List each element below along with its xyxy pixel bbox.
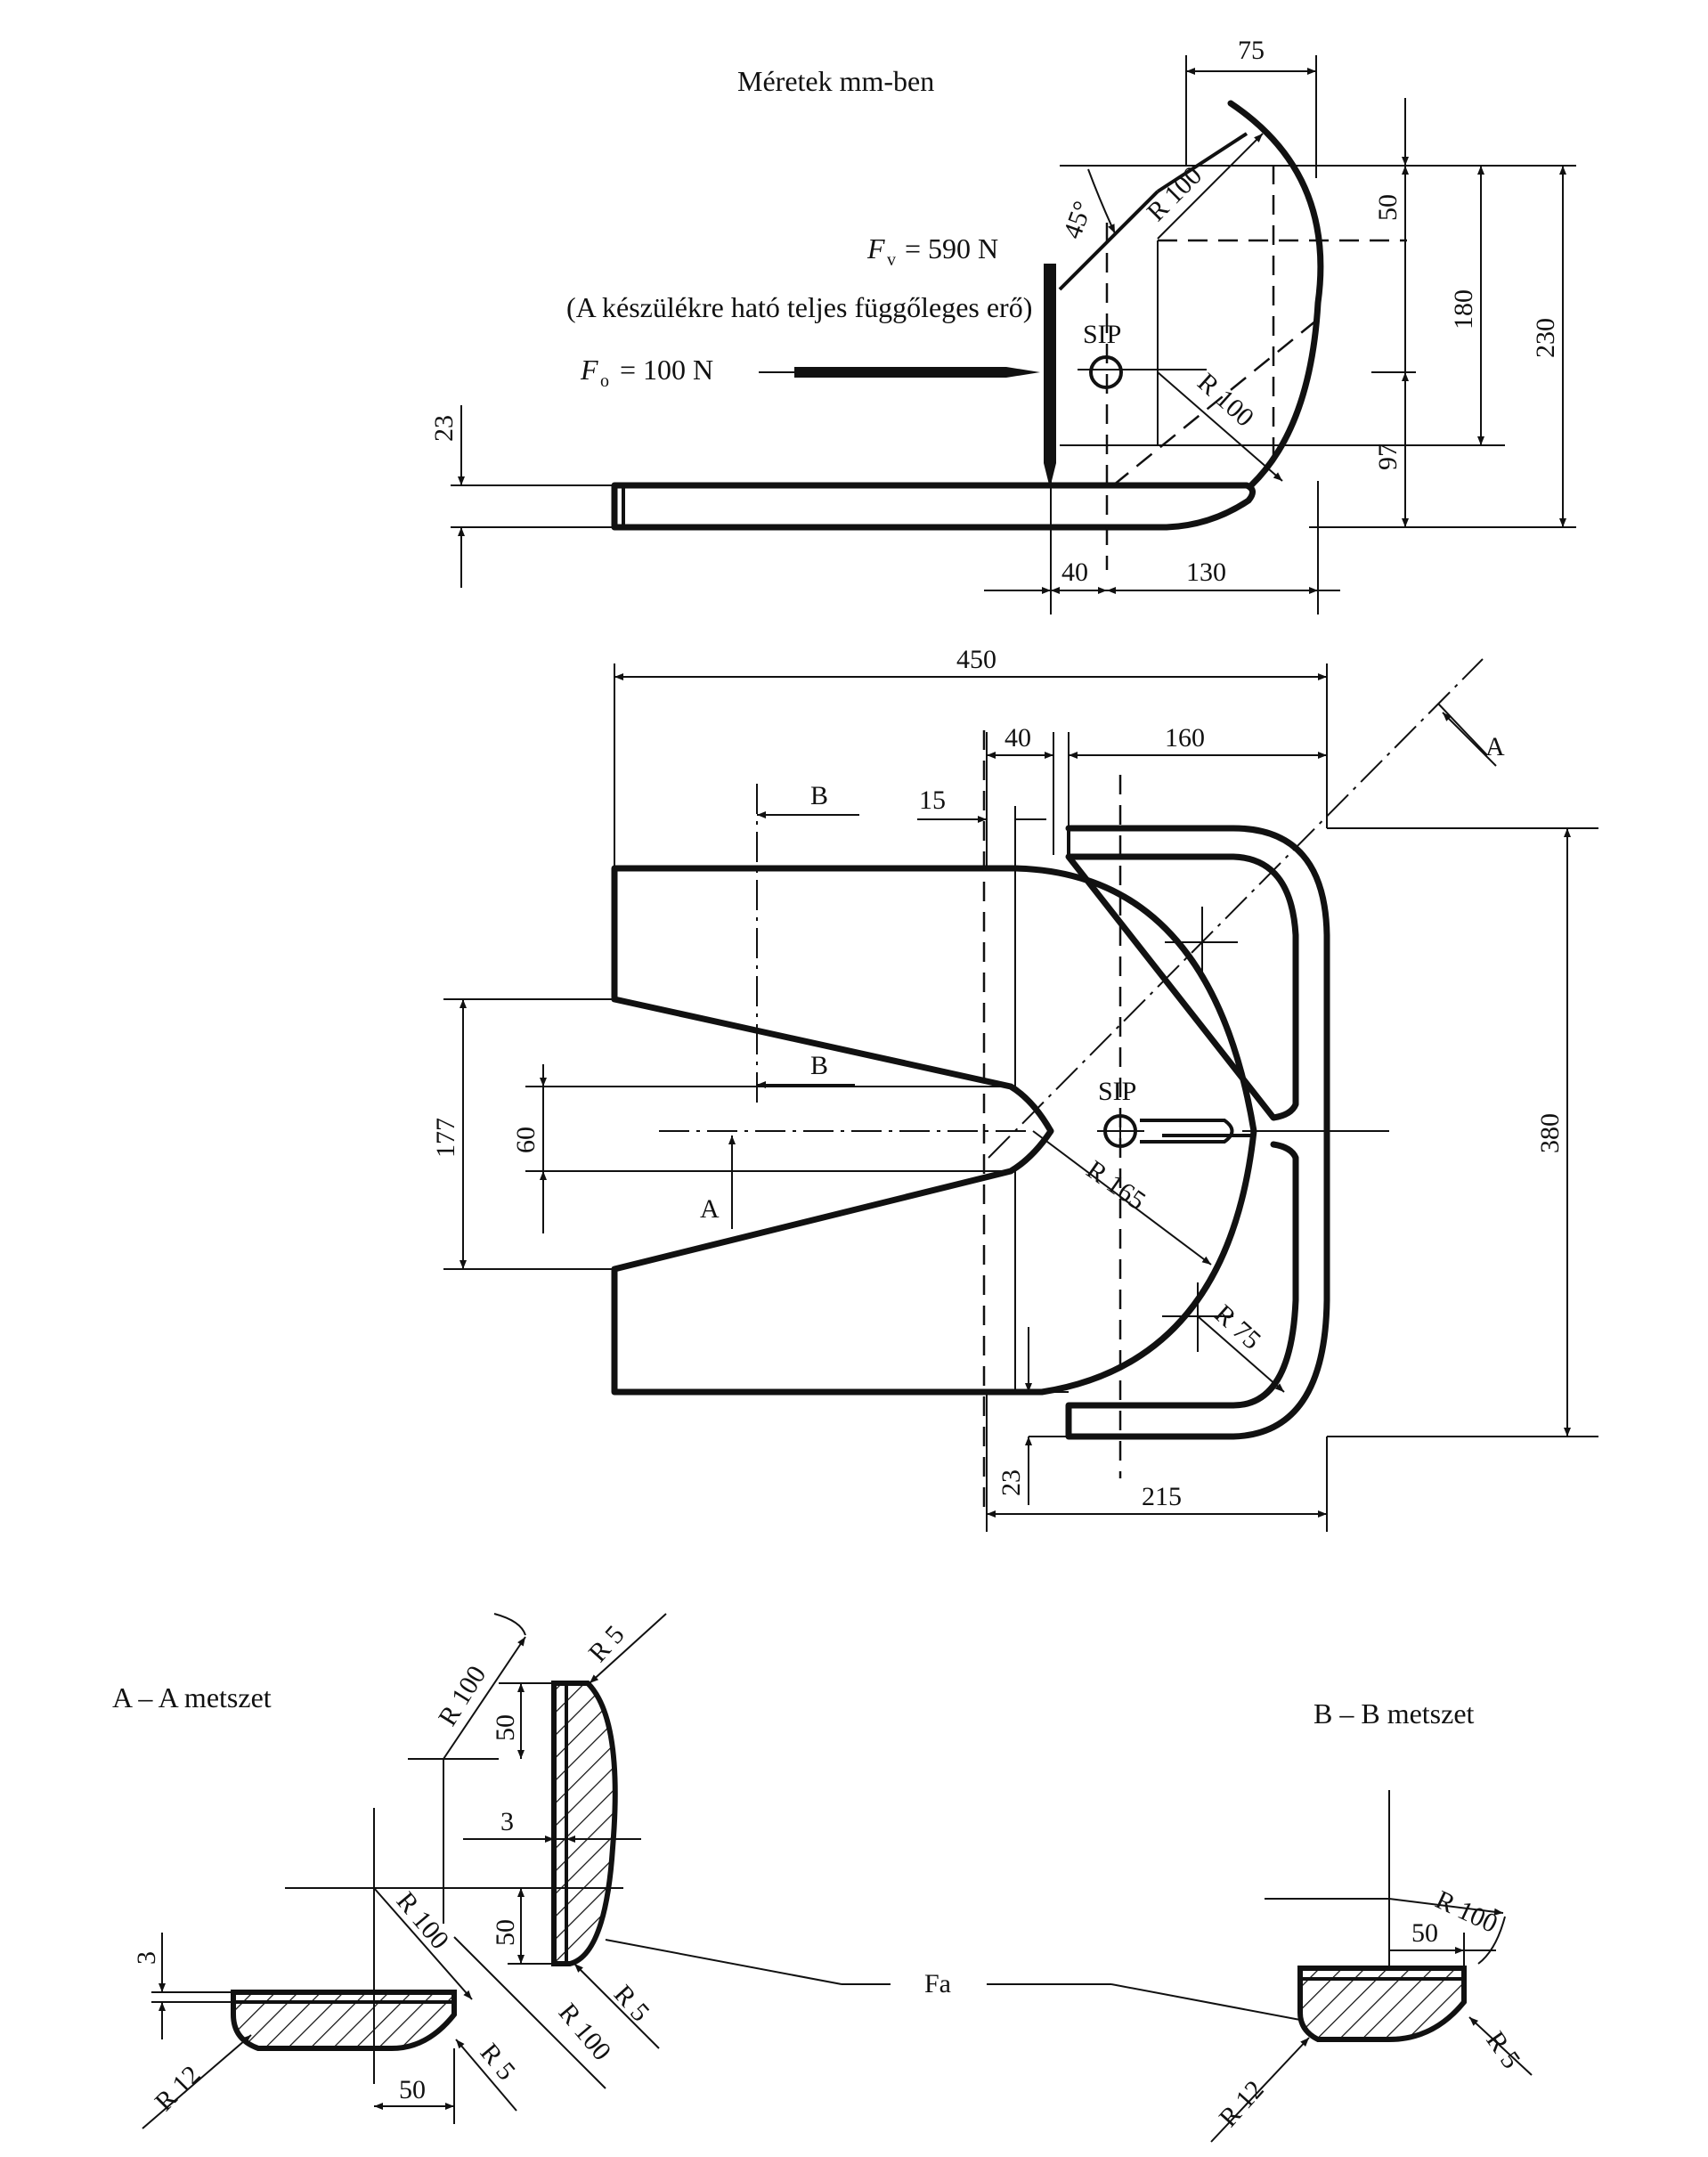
- force-v-value: = 590 N: [905, 232, 998, 265]
- section-bb-seat-piece: [1297, 1966, 1467, 2042]
- aa-r5-top: R 5: [583, 1620, 630, 1668]
- section-bb: B – B metszet R 100 50 R 5 R 12: [1210, 1697, 1533, 2143]
- section-aa: A – A metszet R 100 R 5 50 3 50: [112, 1613, 667, 2129]
- bb-r12: R 12: [1214, 2075, 1270, 2133]
- dim-40-plan: 40: [1004, 723, 1031, 753]
- r165: R 165: [1081, 1155, 1151, 1217]
- force-v-bar: [1044, 264, 1056, 488]
- sip-label-plan: SIP: [1098, 1077, 1136, 1106]
- dim-50-side: 50: [1373, 194, 1403, 221]
- aa-r5-low: R 5: [475, 2038, 522, 2086]
- force-o-sub: o: [600, 371, 609, 391]
- back-frame-outer: [1065, 825, 1330, 1440]
- dim-23-side: 23: [429, 415, 459, 442]
- aa-dim-50-bottom: 50: [399, 2075, 426, 2104]
- bb-r100: R 100: [1431, 1884, 1502, 1939]
- section-aa-back-piece: [551, 1681, 618, 1966]
- dim-230: 230: [1531, 318, 1560, 358]
- dim-15: 15: [919, 785, 946, 815]
- dim-60: 60: [511, 1127, 541, 1153]
- sip-label-side: SIP: [1083, 320, 1121, 349]
- section-bb-title: B – B metszet: [1314, 1697, 1475, 1730]
- material-label: Fa: [924, 1969, 951, 1998]
- aa-dim-3-mid: 3: [500, 1807, 514, 1836]
- side-view: F v = 590 N (A készülékre ható teljes fü…: [429, 36, 1576, 615]
- dim-130-side: 130: [1186, 558, 1226, 587]
- r100-lower: R 100: [1192, 368, 1259, 433]
- bb-dim-50: 50: [1411, 1918, 1438, 1948]
- section-b-bottom: B: [810, 1051, 828, 1080]
- dim-380: 380: [1535, 1113, 1565, 1153]
- angle-45: 45°: [1058, 198, 1098, 243]
- dim-215: 215: [1142, 1482, 1182, 1511]
- aa-r12: R 12: [150, 2060, 207, 2117]
- sip-slot: [1140, 1119, 1234, 1144]
- dim-177: 177: [431, 1118, 460, 1158]
- aa-dim-50-top: 50: [491, 1714, 520, 1741]
- dim-160-plan: 160: [1165, 723, 1205, 753]
- plan-view: SIP R 165 R 75 450 40 160: [431, 645, 1598, 1532]
- force-v-note: (A készülékre ható teljes függőleges erő…: [566, 291, 1032, 323]
- material-callout: Fa: [605, 1939, 1301, 2021]
- dim-40-side: 40: [1061, 558, 1088, 587]
- aa-dim-3-left: 3: [132, 1951, 161, 1965]
- force-o-arrow: [794, 367, 1040, 378]
- dim-450: 450: [956, 645, 996, 674]
- dim-97: 97: [1373, 444, 1403, 470]
- force-v-sub: v: [887, 250, 896, 270]
- aa-r5-mid: R 5: [608, 1980, 655, 2028]
- dim-23-plan: 23: [996, 1469, 1026, 1496]
- section-a-bottom: A: [700, 1194, 720, 1224]
- aa-dim-50-low: 50: [491, 1919, 520, 1946]
- aa-r100-low: R 100: [553, 1998, 617, 2066]
- section-aa-seat-piece: [231, 1990, 457, 2051]
- section-b-top: B: [810, 781, 828, 810]
- seat-plate: [611, 482, 1256, 531]
- aa-r100-top: R 100: [433, 1661, 492, 1731]
- section-a-top: A: [1485, 732, 1505, 761]
- r100-upper: R 100: [1142, 160, 1208, 227]
- seat-outline-plan: [611, 865, 1257, 1396]
- back-curve: [1227, 100, 1324, 489]
- force-o-value: = 100 N: [620, 354, 713, 386]
- section-aa-title: A – A metszet: [112, 1681, 272, 1713]
- dim-75: 75: [1238, 36, 1265, 65]
- r75: R 75: [1208, 1299, 1266, 1355]
- sip-marker-side: [1089, 355, 1123, 389]
- units-note: Méretek mm-ben: [737, 65, 934, 97]
- force-v-symbol: F: [866, 232, 885, 265]
- force-o-symbol: F: [580, 354, 598, 386]
- dim-180: 180: [1449, 289, 1478, 330]
